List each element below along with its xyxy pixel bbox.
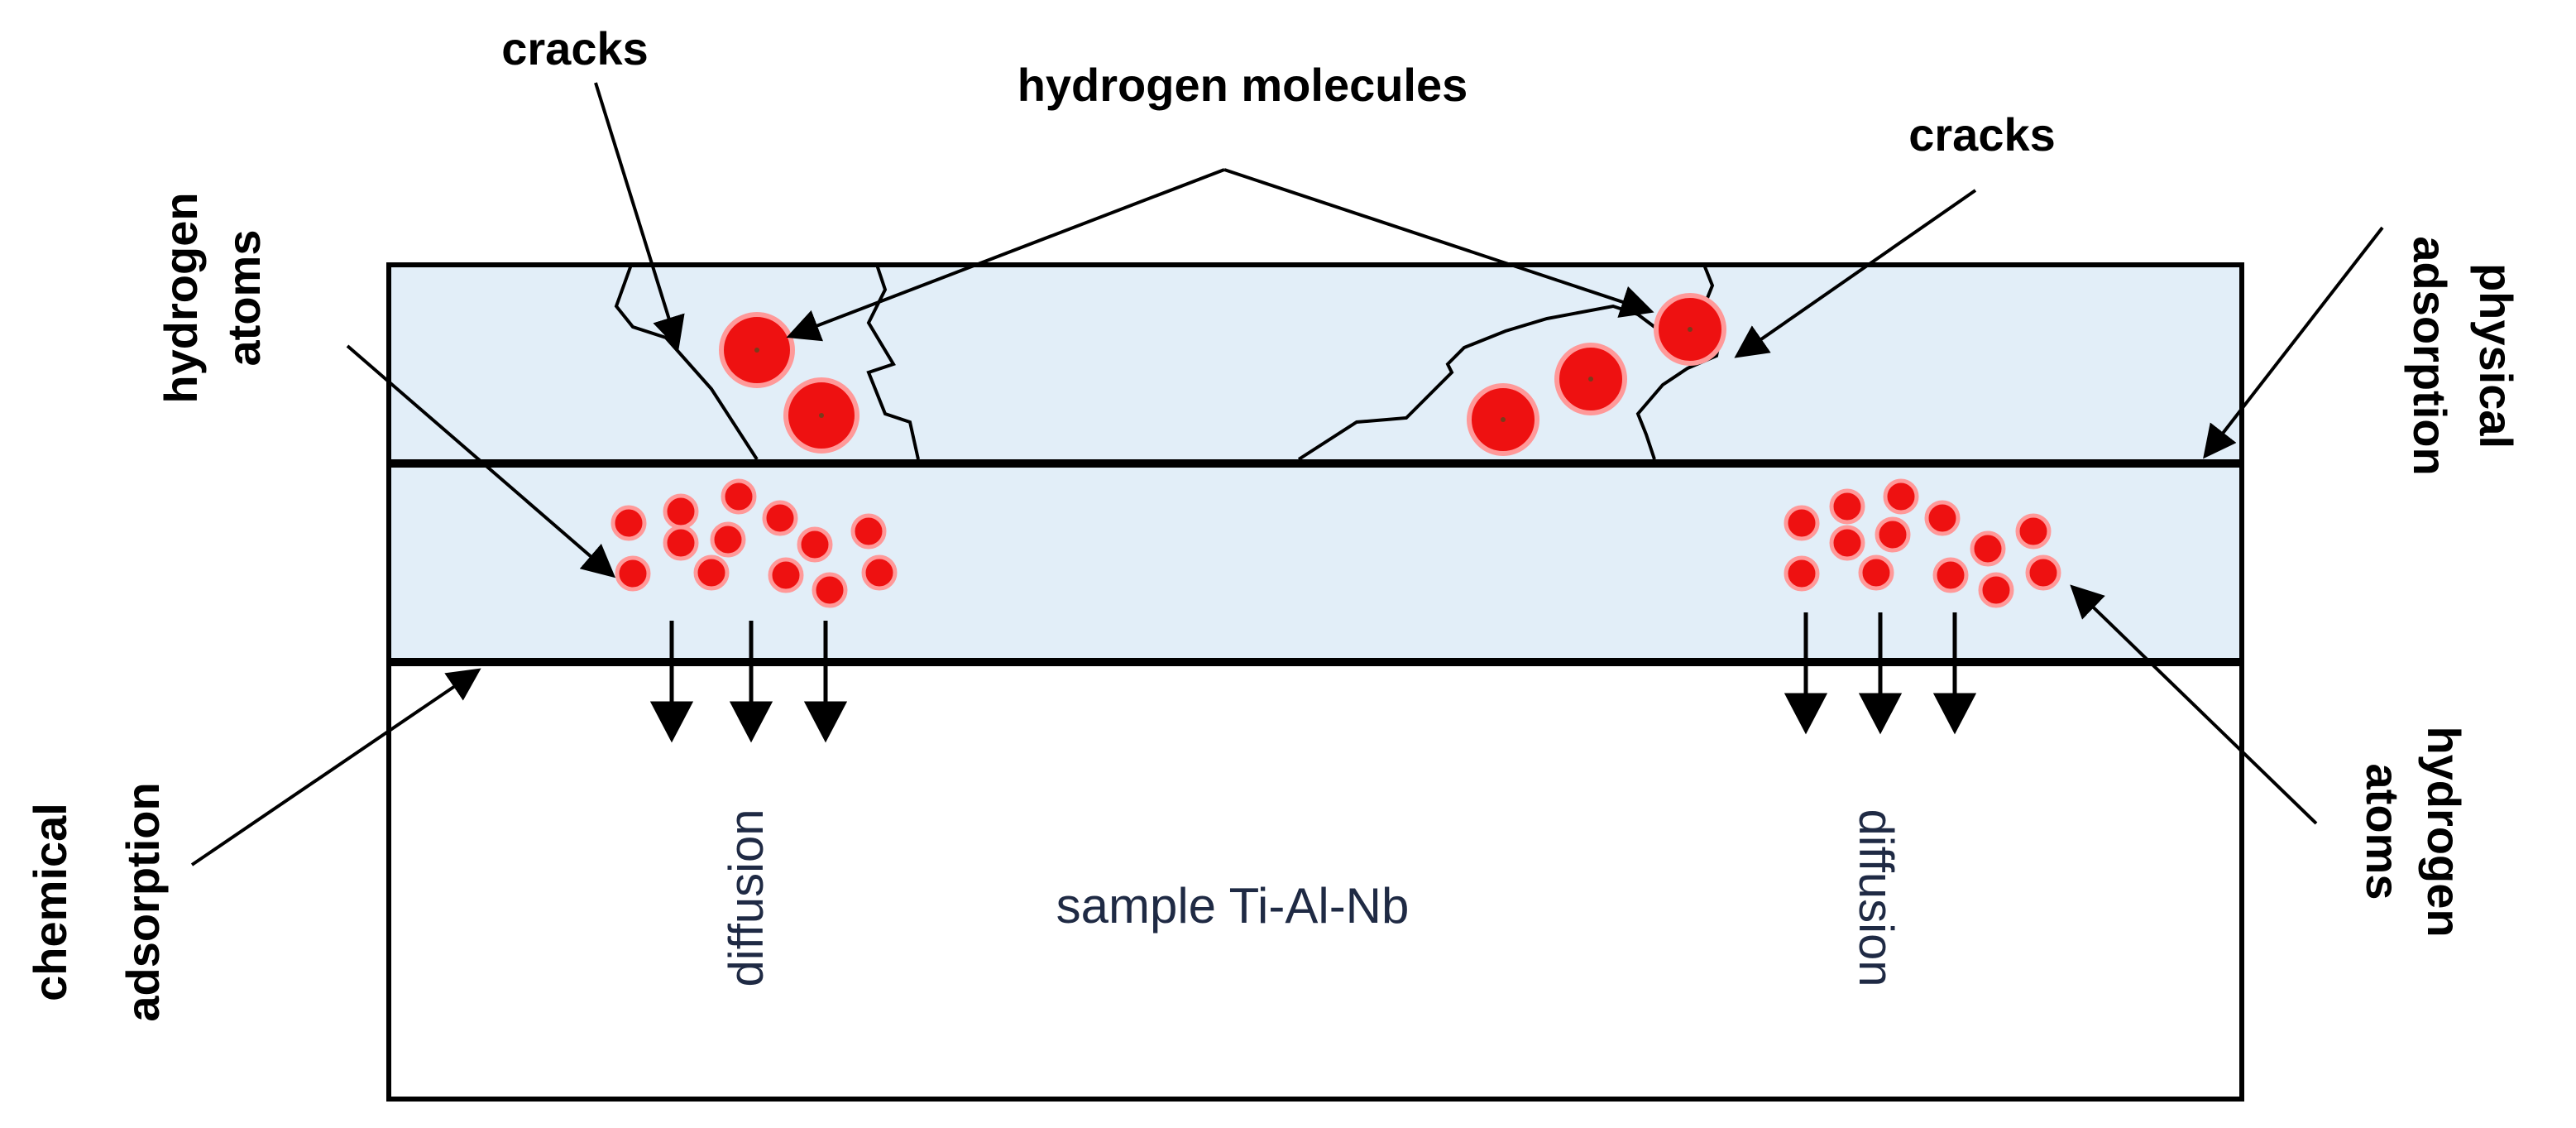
label-hydrogen-atoms-right: hydrogen atoms — [2357, 726, 2470, 937]
molecules-arrow-right — [1223, 168, 1654, 318]
hydrogen-atom — [721, 478, 757, 515]
label-cracks-right: cracks — [1908, 108, 2056, 161]
svg-text:adsorption: adsorption — [2404, 236, 2456, 475]
hydrogen-atom — [693, 554, 730, 591]
hydrogen-atom — [768, 557, 804, 593]
svg-text:hydrogen: hydrogen — [2418, 726, 2470, 937]
hydrogen-atom — [1875, 516, 1911, 553]
hydrogen-atoms-right — [1784, 478, 2061, 608]
crack-lines-left — [614, 264, 920, 461]
label-diffusion-left: diffusion — [720, 809, 773, 987]
hydrogen-atom — [663, 525, 699, 561]
hydrogen-molecules — [719, 293, 1726, 456]
sample-body — [386, 660, 2244, 1102]
hydrogen-atom — [762, 500, 798, 536]
hydrogen-atom — [610, 505, 647, 541]
svg-text:hydrogen: hydrogen — [155, 192, 207, 403]
label-physical-adsorption: physical adsorption — [2404, 236, 2522, 475]
adsorbed-layer — [386, 461, 2244, 665]
label-diffusion-right: diffusion — [1849, 809, 1903, 987]
diffusion-arrows-right — [1784, 612, 1977, 735]
svg-text:physical: physical — [2470, 263, 2522, 449]
hydrogen-atom — [1784, 555, 1820, 592]
hydrogen-atom — [1829, 525, 1865, 561]
hydrogen-atoms-right-arrow — [2070, 584, 2318, 825]
svg-text:adsorption: adsorption — [117, 782, 169, 1021]
chemical-adsorption-arrow — [190, 668, 481, 866]
physical-adsorption-arrow — [2203, 226, 2384, 459]
hydrogen-atom — [850, 513, 887, 550]
diffusion-arrows-left — [649, 621, 848, 743]
svg-text:chemical: chemical — [24, 803, 76, 1001]
hydrogen-atom — [861, 554, 898, 591]
hydrogen-atom — [1784, 505, 1820, 541]
hydrogen-atom — [1924, 500, 1961, 536]
hydrogen-atoms-left — [610, 478, 898, 608]
label-hydrogen-molecules: hydrogen molecules — [1017, 59, 1468, 111]
cracks-left-arrow — [594, 82, 685, 350]
hydrogen-atom — [2015, 513, 2052, 550]
hydrogen-atom — [1883, 478, 1919, 515]
svg-text:atoms: atoms — [2357, 764, 2409, 900]
cracks-right-arrow — [1734, 189, 1977, 358]
molecules-arrow-left — [786, 168, 1225, 342]
hydrogen-atom — [710, 521, 746, 558]
hydrogen-atom — [615, 555, 651, 592]
leader-arrows — [190, 82, 2384, 866]
label-cracks-left: cracks — [501, 22, 649, 74]
hydrogen-atom — [1829, 488, 1865, 525]
crack-layer — [386, 262, 2244, 466]
hydrogen-atom — [1932, 557, 1969, 593]
hydrogen-atom — [1970, 530, 2006, 567]
hydrogen-atom — [1978, 572, 2014, 608]
hydrogen-atom — [663, 493, 699, 530]
hydrogen-atoms-left-arrow — [346, 344, 616, 578]
label-sample: sample Ti-Al-Nb — [1056, 878, 1410, 934]
hydrogen-atom — [812, 572, 848, 608]
label-chemical-adsorption: chemical adsorption — [24, 782, 169, 1021]
hydrogen-atom — [2025, 554, 2061, 591]
hydrogen-atom — [1858, 554, 1894, 591]
label-hydrogen-atoms-left: hydrogen atoms — [155, 192, 270, 403]
svg-text:atoms: atoms — [218, 230, 270, 367]
hydrogen-atom — [797, 526, 833, 563]
